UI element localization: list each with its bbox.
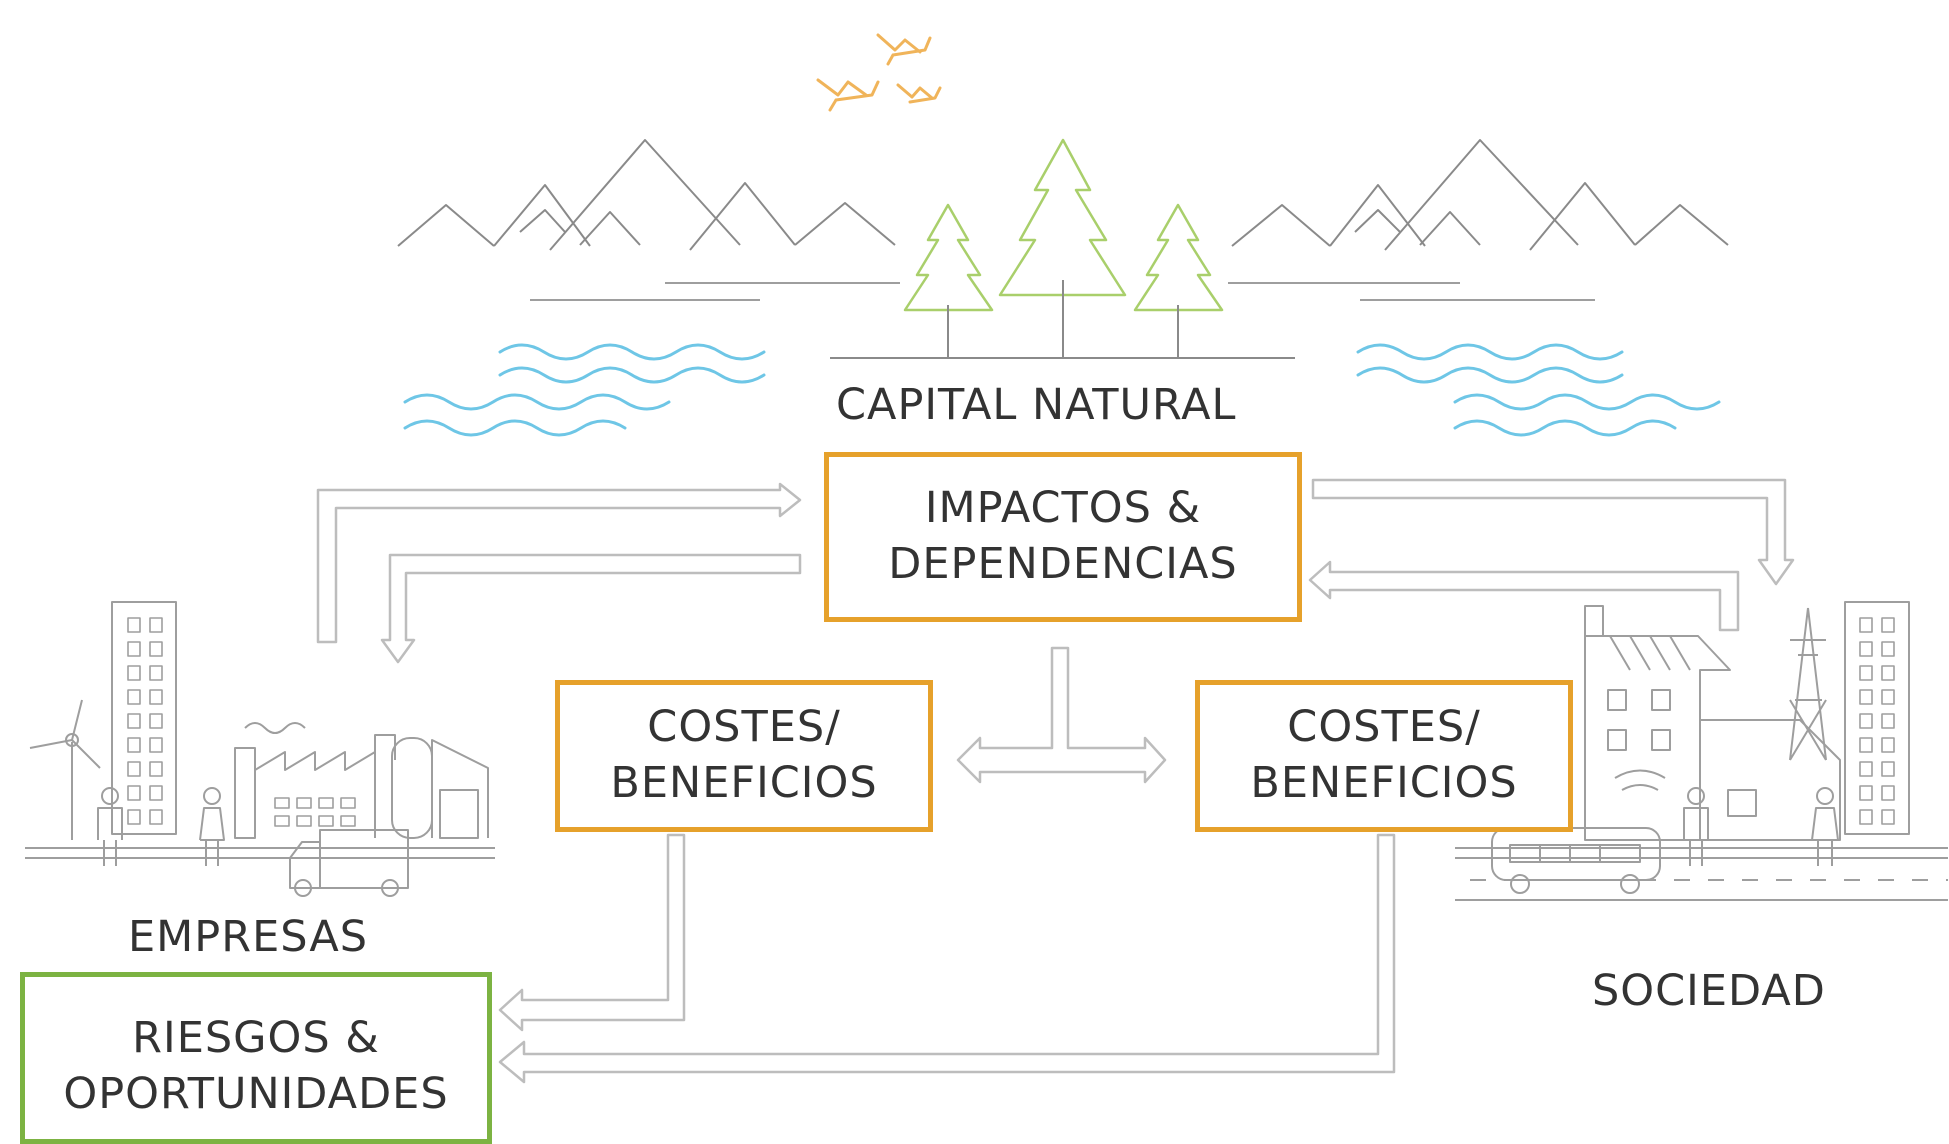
capital-natural-label: CAPITAL NATURAL xyxy=(836,380,1237,430)
sociedad-label: SOCIEDAD xyxy=(1592,966,1826,1016)
arrow-sociedad-to-impactos xyxy=(1308,560,1740,632)
costes-beneficios-left-box: COSTES/ BENEFICIOS xyxy=(555,680,933,832)
city-icon xyxy=(1455,601,1948,901)
arrow-empresas-to-impactos xyxy=(316,482,802,644)
costes-right-line1: COSTES/ xyxy=(1287,702,1481,753)
water-right-icon xyxy=(1356,343,1721,437)
mountains-left-icon xyxy=(397,139,900,301)
impactos-dependencias-box: IMPACTOS & DEPENDENCIAS xyxy=(824,452,1302,622)
costes-beneficios-right-box: COSTES/ BENEFICIOS xyxy=(1195,680,1573,832)
mountains-right-icon xyxy=(1228,139,1729,301)
arrows xyxy=(316,478,1795,1084)
tree-trunks xyxy=(830,280,1295,359)
arrow-impactos-to-empresas xyxy=(380,553,802,664)
impactos-line2: DEPENDENCIAS xyxy=(888,539,1238,589)
riesgos-line1: RIESGOS & xyxy=(132,1013,380,1063)
water-left-icon xyxy=(403,343,766,437)
arrow-impactos-to-sociedad xyxy=(1311,478,1795,586)
arrow-costes-right-to-riesgos xyxy=(498,833,1396,1084)
riesgos-oportunidades-box: RIESGOS & OPORTUNIDADES xyxy=(20,972,492,1144)
birds-icon xyxy=(816,33,942,112)
arrow-costes-left-to-riesgos xyxy=(498,833,686,1032)
costes-left-line2: BENEFICIOS xyxy=(610,758,878,808)
factory-icon xyxy=(25,601,495,897)
costes-left-line1: COSTES/ xyxy=(647,702,841,753)
riesgos-line2: OPORTUNIDADES xyxy=(63,1068,449,1119)
empresas-label: EMPRESAS xyxy=(128,912,369,962)
arrow-impactos-to-costes xyxy=(956,646,1167,784)
impactos-line1: IMPACTOS & xyxy=(924,483,1202,534)
costes-right-line2: BENEFICIOS xyxy=(1250,758,1518,808)
